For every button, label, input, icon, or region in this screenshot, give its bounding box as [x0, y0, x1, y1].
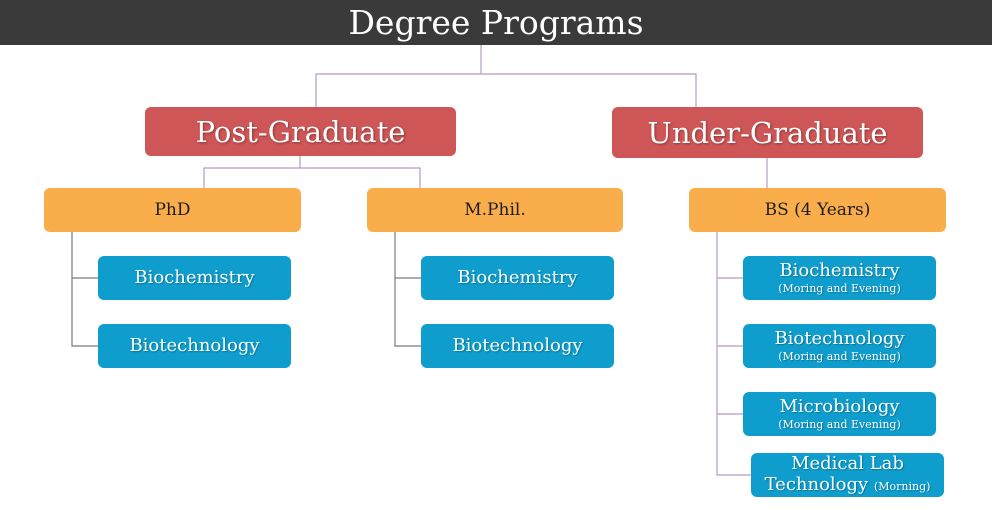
- mphil-box: M.Phil.: [367, 188, 623, 232]
- mphil-label: M.Phil.: [464, 200, 526, 220]
- title-bar: Degree Programs: [0, 0, 992, 45]
- phd-biochemistry-box: Biochemistry: [98, 256, 291, 300]
- bs-medical-lab-technology-box: Medical Lab Technology (Morning): [751, 453, 944, 497]
- discipline-note: (Moring and Evening): [778, 417, 901, 431]
- under-graduate-box: Under-Graduate: [612, 107, 923, 158]
- discipline-name-line1: Medical Lab: [791, 453, 904, 475]
- bs-box: BS (4 Years): [689, 188, 946, 232]
- post-graduate-label: Post-Graduate: [195, 114, 406, 149]
- discipline-name-line2-row: Technology (Morning): [764, 474, 931, 496]
- bs-biochemistry-box: Biochemistry (Moring and Evening): [743, 256, 936, 300]
- phd-biotechnology-box: Biotechnology: [98, 324, 291, 368]
- discipline-name: Biochemistry: [779, 260, 900, 282]
- discipline-note: (Moring and Evening): [778, 281, 901, 295]
- connector-mphil-children: [394, 232, 421, 347]
- page-title: Degree Programs: [348, 3, 644, 42]
- connector-root-levels: [315, 73, 697, 107]
- discipline-note: (Morning): [873, 480, 931, 493]
- discipline-note: (Moring and Evening): [778, 349, 901, 363]
- phd-box: PhD: [44, 188, 301, 232]
- bs-biotechnology-box: Biotechnology (Moring and Evening): [743, 324, 936, 368]
- discipline-name: Microbiology: [779, 396, 900, 418]
- connector-bs-children: [716, 232, 751, 476]
- bs-microbiology-box: Microbiology (Moring and Evening): [743, 392, 936, 436]
- discipline-name: Biotechnology: [774, 328, 905, 350]
- mphil-biochemistry-box: Biochemistry: [421, 256, 614, 300]
- connector-phd-children: [71, 232, 98, 347]
- bs-label: BS (4 Years): [764, 200, 871, 220]
- phd-label: PhD: [154, 200, 191, 220]
- discipline-name: Biochemistry: [134, 266, 255, 288]
- connector-pg-programs: [203, 167, 421, 188]
- discipline-name-line2: Technology: [764, 474, 869, 495]
- discipline-name: Biotechnology: [129, 334, 260, 356]
- mphil-biotechnology-box: Biotechnology: [421, 324, 614, 368]
- under-graduate-label: Under-Graduate: [647, 115, 888, 150]
- discipline-name: Biochemistry: [457, 266, 578, 288]
- discipline-name: Biotechnology: [452, 334, 583, 356]
- post-graduate-box: Post-Graduate: [145, 107, 456, 156]
